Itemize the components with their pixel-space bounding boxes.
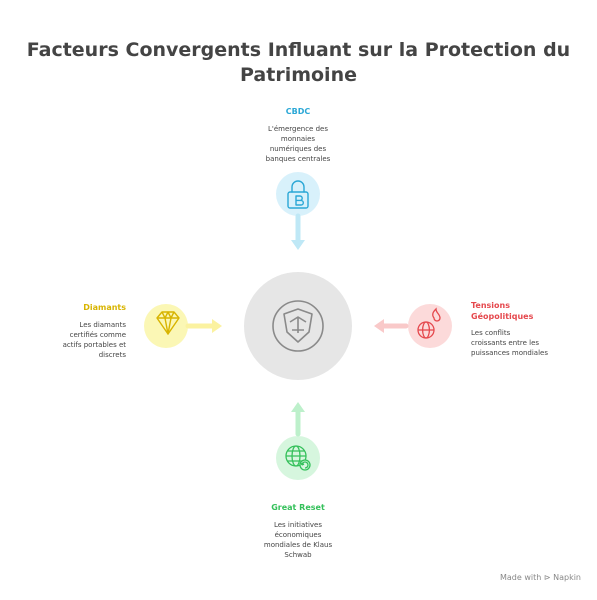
cbdc-label: CBDC: [285, 107, 311, 116]
tensions-label-line: Géopolitiques: [471, 312, 534, 321]
diamants-label: Diamants: [83, 303, 126, 312]
diamants-arrow: [185, 319, 222, 333]
tensions-label-line: Tensions: [471, 301, 510, 310]
cbdc-desc-line: banques centrales: [265, 155, 331, 163]
tensions-arrow: [374, 319, 409, 333]
cbdc-desc-line: L'émergence des: [268, 125, 328, 133]
footer-credit: Made with ⊳ Napkin: [500, 573, 581, 582]
tensions-node: [408, 304, 452, 348]
cbdc-desc-line: numériques des: [269, 145, 327, 153]
diamants-desc-line: actifs portables et: [62, 341, 126, 349]
great-reset-desc-line: Schwab: [284, 551, 312, 559]
tensions-desc-line: Les conflits: [471, 329, 511, 337]
tensions-desc-line: puissances mondiales: [471, 349, 548, 357]
diamants-desc-line: certifiés comme: [69, 331, 126, 339]
great-reset-desc-line: Les initiatives: [273, 521, 323, 529]
diamants-description: Les diamants certifiés comme actifs port…: [40, 320, 126, 360]
great-reset-desc-line: économiques: [274, 531, 322, 539]
cbdc-arrow: [291, 213, 305, 250]
cbdc-desc-line: monnaies: [280, 135, 316, 143]
tensions-desc-line: croissants entre les: [471, 339, 540, 347]
cbdc-description: L'émergence des monnaies numériques des …: [248, 124, 348, 164]
great-reset-label: Great Reset: [271, 503, 325, 512]
diamond-icon: [156, 311, 180, 335]
page-title: Facteurs Convergents Influant sur la Pro…: [0, 38, 597, 88]
globe-fire-icon: [417, 307, 441, 339]
title-line-2: Patrimoine: [240, 64, 357, 86]
diamants-desc-line: discrets: [98, 351, 126, 359]
great-reset-description: Les initiatives économiques mondiales de…: [248, 520, 348, 560]
tensions-label: Tensions Géopolitiques: [471, 300, 571, 322]
shield-icon: [272, 300, 324, 352]
globe-reset-icon: [285, 445, 311, 471]
tensions-description: Les conflits croissants entre les puissa…: [471, 328, 571, 358]
bitcoin-lock-icon: [287, 180, 309, 209]
title-line-1: Facteurs Convergents Influant sur la Pro…: [26, 39, 571, 61]
great-reset-arrow: [291, 402, 305, 437]
great-reset-desc-line: mondiales de Klaus: [263, 541, 333, 549]
great-reset-node: [276, 436, 320, 480]
diamants-desc-line: Les diamants: [79, 321, 126, 329]
